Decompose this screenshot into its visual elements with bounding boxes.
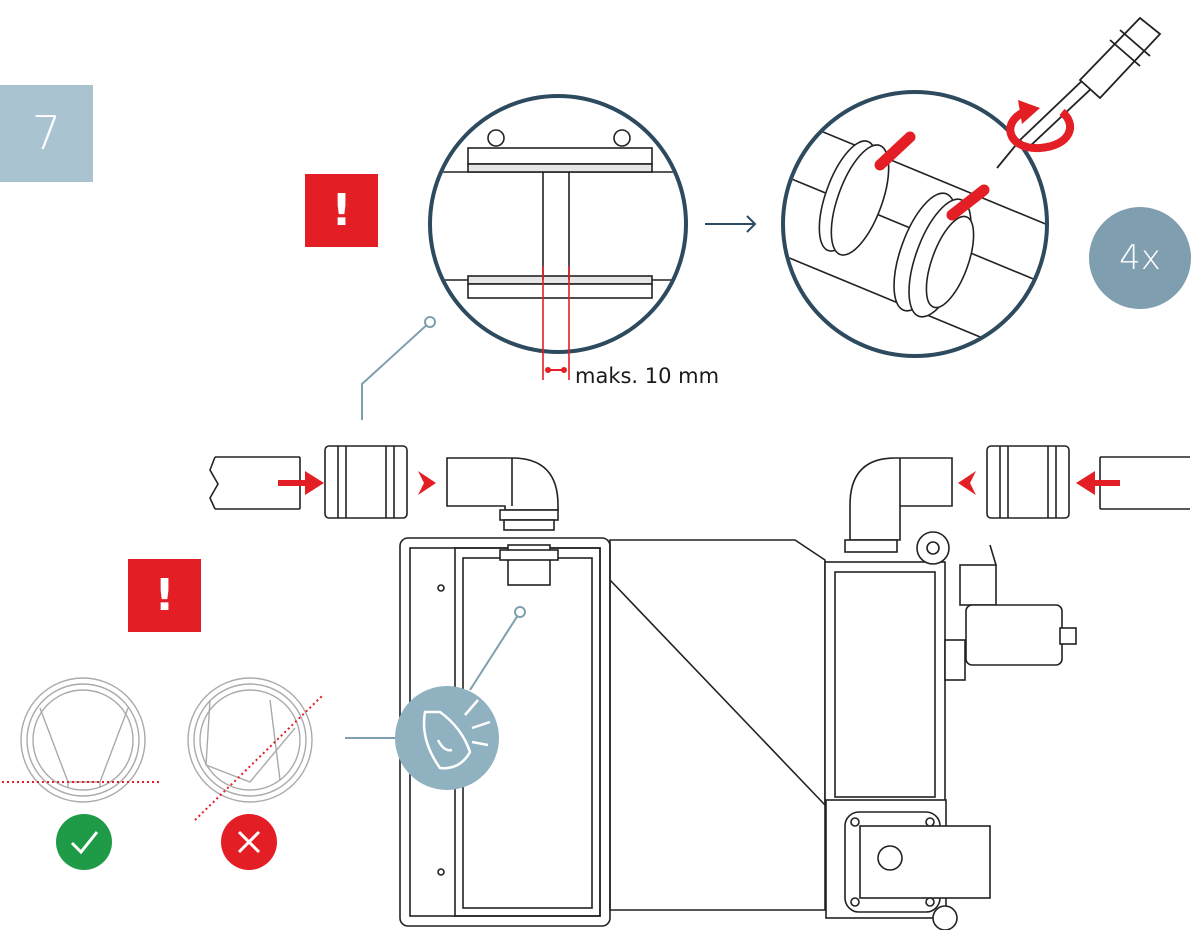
heater-unit	[399, 509, 1077, 930]
checkmark-icon	[70, 831, 99, 855]
warning-bottom-badge: !	[128, 559, 201, 632]
warning-top-badge: !	[305, 174, 378, 247]
eye-icon	[422, 699, 491, 770]
right-pipe-assembly	[849, 445, 1190, 541]
push-arrows	[278, 471, 1120, 495]
repeat-count-badge: 4x	[1089, 207, 1191, 309]
cross-icon	[237, 830, 261, 854]
tighten-detail-circle	[781, 90, 1049, 358]
wrong-cross-section	[187, 677, 313, 803]
gap-measurement-label: maks. 10 mm	[575, 364, 720, 388]
incorrect-marker	[221, 814, 277, 870]
step-number-badge: 7	[0, 85, 93, 182]
left-pipe-assembly	[209, 445, 559, 519]
inspection-lens	[345, 606, 526, 790]
gap-detail-circle	[428, 94, 688, 380]
next-step-arrow	[705, 215, 757, 233]
rotate-arrow-icon	[1006, 100, 1075, 153]
detail-leader-line	[361, 316, 436, 420]
correct-cross-section	[20, 677, 146, 803]
correct-marker	[56, 814, 112, 870]
